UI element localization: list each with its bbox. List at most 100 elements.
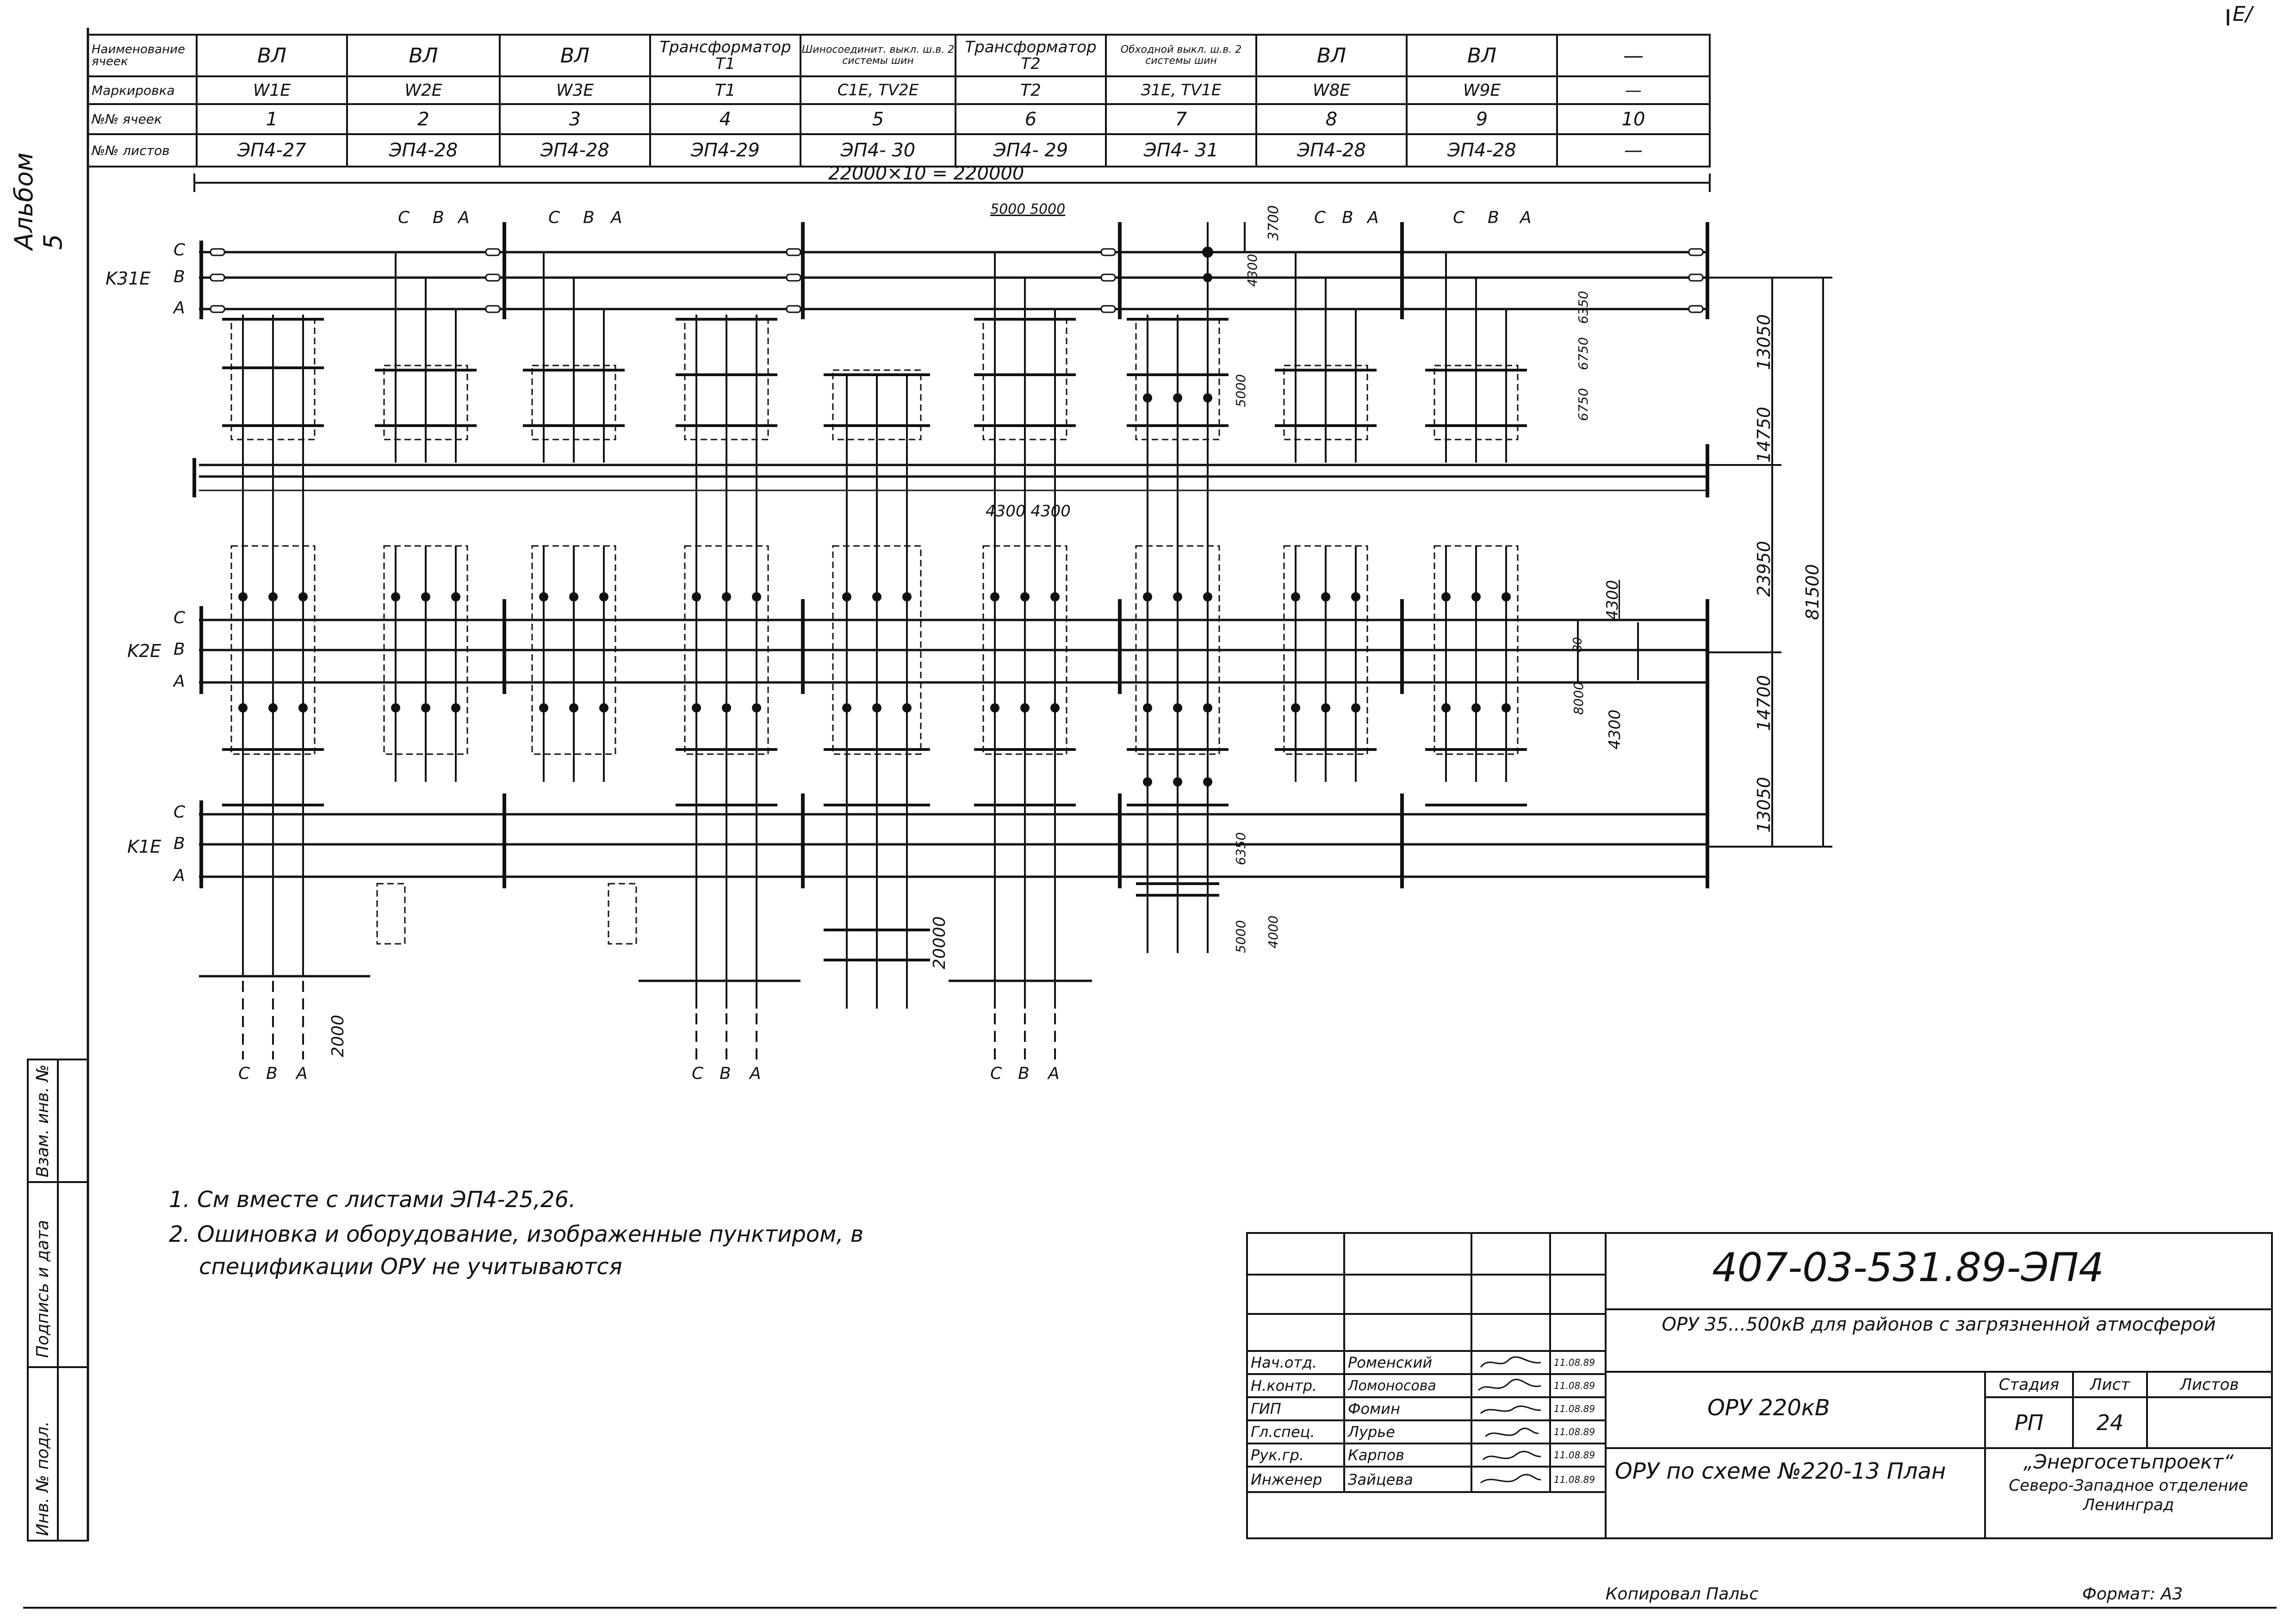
stage-header: Стадия: [1998, 1375, 2060, 1394]
connection-nodes: [238, 247, 1511, 787]
cell-mark: W2E: [404, 81, 442, 100]
phase-label-a: A: [611, 208, 622, 227]
cell-mark: —: [1625, 81, 1642, 100]
dim-20000: 20000: [930, 916, 949, 969]
stamp-podpis: Подпись и дата: [33, 1220, 52, 1358]
phase-label-b: B: [720, 1064, 731, 1083]
cell-sheet: ЭП4- 30: [840, 140, 916, 161]
equipment-pads: [222, 318, 1527, 961]
dim-14700: 14700: [1754, 675, 1774, 731]
dim-4300-low: 4300: [1606, 709, 1624, 750]
phase-label-b: B: [433, 208, 444, 227]
album-label: Альбом 5: [9, 152, 68, 250]
cell-mark: З1E, TV1E: [1141, 81, 1222, 99]
cell-num: 4: [719, 108, 732, 130]
cell-num: 6: [1024, 108, 1037, 130]
busbar-k2e: [199, 619, 1707, 684]
sheets-header: Листов: [2180, 1375, 2239, 1394]
corner-mark: E/: [2233, 2, 2253, 26]
dim-2000: 2000: [329, 1015, 348, 1057]
dim-6750-a: 6750: [1576, 337, 1591, 370]
cell-sheet: ЭП4- 29: [993, 140, 1068, 161]
role-label: Инженер: [1251, 1470, 1322, 1488]
phase-label-c: C: [1314, 208, 1326, 227]
role-label: Рук.гр.: [1251, 1446, 1304, 1464]
phase-label-b: B: [1488, 208, 1499, 227]
row-label-sheet: №№ листов: [92, 142, 170, 158]
cell-name: Обходной выкл. ш.в. 2 системы шин: [1120, 44, 1242, 67]
person-name: Лурье: [1348, 1423, 1395, 1441]
role-label: Н.контр.: [1251, 1377, 1317, 1394]
note-2: 2. Ошиновка и оборудование, изображенные…: [169, 1221, 864, 1247]
cell-num: 9: [1476, 108, 1488, 130]
bus-k2e-a: A: [174, 672, 185, 691]
person-name: Фомин: [1348, 1400, 1400, 1418]
phase-label-a: A: [750, 1064, 761, 1083]
equipment-frames: [230, 318, 1519, 945]
cell-name: —: [1623, 43, 1644, 68]
sign-date: 11.08.89: [1554, 1380, 1595, 1391]
cell-name: ВЛ: [560, 43, 590, 68]
cell-name: ВЛ: [409, 43, 438, 68]
phase-label-b: B: [583, 208, 595, 227]
phase-label-c: C: [692, 1064, 704, 1083]
header-table-grid: [87, 34, 1711, 167]
dim-5000-mid: 5000: [1233, 374, 1248, 407]
dim-13050-top: 13050: [1754, 314, 1774, 370]
bus-k31e-a: A: [174, 298, 185, 317]
dim-total-width: 22000×10 = 220000: [828, 163, 1024, 184]
role-label: ГИП: [1251, 1400, 1281, 1418]
side-stamp-grid: [27, 1059, 89, 1542]
cell-name: ВЛ: [1316, 43, 1347, 68]
object-title: ОРУ 220кВ: [1707, 1395, 1830, 1421]
stamp-vzam: Взам. инв. №: [33, 1064, 52, 1177]
cell-num: 3: [569, 108, 581, 130]
cell-sheet: ЭП4-28: [540, 140, 609, 161]
note-2-cont: спецификации ОРУ не учитываются: [199, 1254, 622, 1280]
cell-num: 1: [266, 108, 278, 130]
stage-value: РП: [2014, 1410, 2044, 1435]
bus-k2e-label: K2E: [127, 641, 161, 661]
dim-80: 80: [1571, 637, 1585, 652]
cell-num: 8: [1325, 108, 1338, 130]
role-label: Нач.отд.: [1251, 1354, 1317, 1371]
phase-label-c: C: [398, 208, 410, 227]
phase-label-c: C: [990, 1064, 1002, 1083]
bay-leads: [242, 222, 1507, 1009]
cell-num: 7: [1175, 108, 1187, 130]
dim-13050-bot: 13050: [1754, 777, 1774, 833]
bus-k1e-label: K1E: [127, 836, 161, 857]
row-label-names: Наименование ячеек: [92, 43, 186, 68]
sign-date: 11.08.89: [1554, 1450, 1595, 1461]
cell-sheet: ЭП4-28: [389, 140, 458, 161]
sign-date: 11.08.89: [1554, 1426, 1595, 1437]
phase-label-b: B: [1342, 208, 1353, 227]
sheet-title: ОРУ по схеме №220-13 План: [1615, 1458, 1946, 1484]
bus-k31e-label: K31E: [105, 268, 151, 289]
person-name: Ломоносова: [1348, 1377, 1436, 1394]
sign-date: 11.08.89: [1554, 1403, 1595, 1414]
cell-sheet: ЭП4- 31: [1143, 140, 1219, 161]
cell-mark: T1: [715, 81, 736, 100]
portal-posts: [192, 222, 1709, 888]
cell-mark: W9E: [1463, 81, 1501, 100]
dim-6350-bot: 6350: [1233, 832, 1248, 865]
bus-k1e-a: A: [174, 866, 185, 885]
phase-label-c: C: [238, 1064, 250, 1083]
person-name: Роменский: [1348, 1354, 1433, 1371]
footer-copied: Копировал Пальс: [1606, 1585, 1759, 1604]
dim-4300-4300: 4300 4300: [986, 502, 1071, 520]
cell-sheet: ЭП4-29: [691, 140, 760, 161]
bus-k1e-c: C: [174, 803, 186, 822]
sheet-value: 24: [2096, 1410, 2124, 1435]
cell-mark: C1E, TV2E: [837, 81, 919, 99]
phase-label-a: A: [1520, 208, 1532, 227]
bus-k2e-c: C: [174, 608, 186, 627]
dim-23950: 23950: [1754, 541, 1774, 597]
outgoing-lines: [242, 981, 1056, 1059]
phase-label-a: A: [296, 1064, 308, 1083]
phase-label-c: C: [1453, 208, 1465, 227]
cell-sheet: ЭП4-27: [237, 140, 306, 161]
dim-6750-b: 6750: [1576, 388, 1591, 421]
person-name: Карпов: [1348, 1446, 1404, 1464]
